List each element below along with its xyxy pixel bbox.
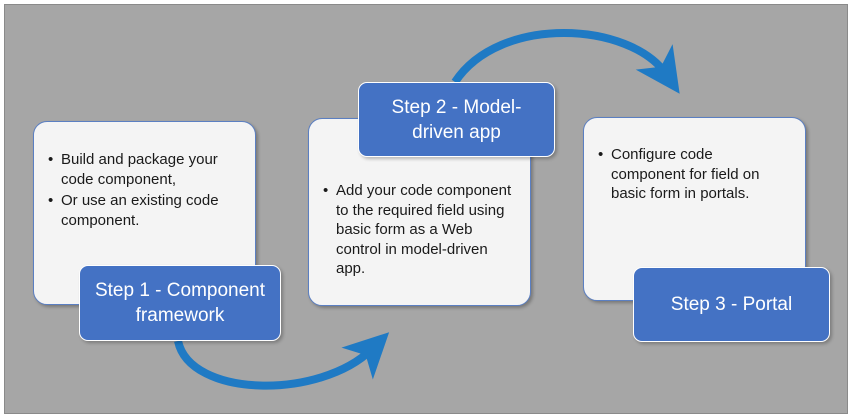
step-label-1[interactable]: Step 1 - Component framework [79,265,281,341]
step-card-2-bullet-list: Add your code component to the required … [309,119,530,279]
step-card-1-bullet-list: Build and package your code component, O… [34,122,255,230]
step-label-2[interactable]: Step 2 - Model-driven app [358,82,555,157]
step-card-1-bullet-1: Build and package your code component, [48,150,239,189]
step-label-1-text: Step 1 - Component framework [94,280,266,326]
step-card-3-bullet-list: Configure code component for field on ba… [584,118,805,204]
step-card-1-bullet-2: Or use an existing code component. [48,191,239,230]
step-label-3-text: Step 3 - Portal [670,294,793,315]
step-label-2-text: Step 2 - Model-driven app [391,96,522,143]
step-label-3[interactable]: Step 3 - Portal [633,267,830,342]
step-card-3-bullet-1: Configure code component for field on ba… [598,145,789,204]
step-card-2-bullet-1: Add your code component to the required … [323,181,516,279]
